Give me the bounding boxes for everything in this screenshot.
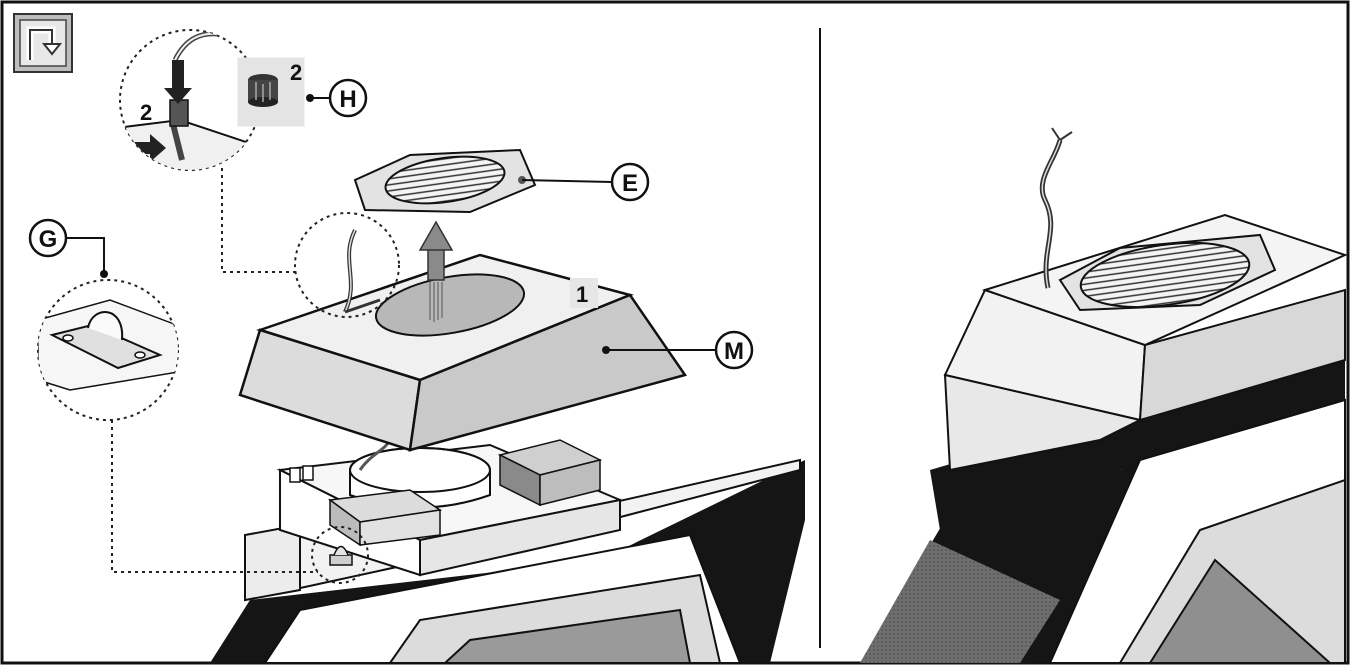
push-arrow-icon: [164, 60, 192, 104]
lower-housing: [244, 439, 624, 602]
hood-body-m: [238, 229, 688, 452]
detail-circle-g: [37, 279, 179, 421]
cable-detail-marker: [294, 212, 400, 318]
callout-e-circle: [610, 162, 650, 202]
callout-m: M: [724, 338, 744, 365]
rotate-arrow-icon: [13, 13, 73, 73]
cable-clip-icon: [329, 545, 353, 566]
part-quantity: 2: [290, 60, 302, 85]
callout-h: H: [339, 86, 356, 113]
grease-filter-e: [353, 148, 537, 214]
callout-e: E: [622, 170, 638, 197]
clip-location-marker: [311, 526, 369, 584]
cable-grommet-icon: [237, 57, 305, 127]
callout-g-dot: [100, 270, 108, 278]
callout-m-circle: [714, 330, 754, 370]
leader-e: [521, 179, 613, 183]
upward-arrow-icon: [418, 220, 454, 322]
leader-g: [66, 237, 105, 274]
callout-g: G: [39, 226, 58, 253]
detail-step-number: 2: [140, 100, 152, 125]
installed-hood-view: [860, 127, 1348, 664]
detail-circle-h: [119, 29, 261, 171]
callout-h-circle: [328, 78, 368, 118]
step-number: 1: [576, 282, 588, 307]
step-number-box: [570, 278, 598, 308]
leader-g-detail: [111, 420, 318, 573]
